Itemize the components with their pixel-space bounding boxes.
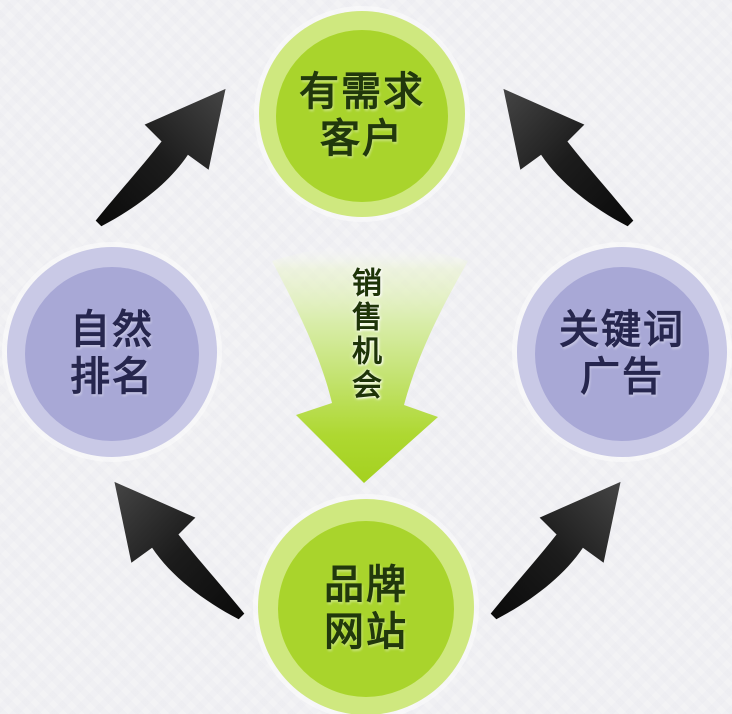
node-inner-circle: 关键词 广告: [535, 267, 709, 441]
node-label-line1: 品牌: [324, 561, 408, 608]
curved-arrow-bottom-to-right-icon: [490, 481, 621, 620]
curved-arrow-bottom-to-left-icon: [114, 481, 245, 620]
node-inner-circle: 有需求 客户: [276, 30, 448, 202]
node-label-line2: 排名: [70, 354, 154, 400]
curved-arrow-left-to-top-icon: [95, 88, 226, 227]
node-label-line2: 广告: [580, 354, 664, 400]
node-label: 品牌 网站: [324, 562, 408, 656]
node-label: 有需求 客户: [299, 69, 425, 163]
node-customers-with-needs: 有需求 客户: [259, 11, 465, 217]
center-arrow-label: 销售机会: [346, 267, 381, 403]
node-label-line1: 自然: [70, 306, 154, 353]
node-inner-circle: 自然 排名: [25, 267, 199, 441]
node-label: 自然 排名: [70, 307, 154, 401]
node-label: 关键词 广告: [559, 307, 685, 401]
node-label-line1: 有需求: [299, 68, 425, 115]
node-keyword-ads: 关键词 广告: [517, 247, 727, 457]
node-brand-website: 品牌 网站: [258, 499, 474, 714]
node-label-line2: 网站: [324, 609, 408, 655]
node-label-line2: 客户: [320, 116, 404, 162]
node-inner-circle: 品牌 网站: [278, 521, 454, 697]
sales-funnel-down-arrow-icon: [272, 245, 468, 483]
node-label-line1: 关键词: [559, 306, 685, 353]
curved-arrow-right-to-top-icon: [503, 88, 634, 227]
node-organic-ranking: 自然 排名: [7, 247, 217, 457]
